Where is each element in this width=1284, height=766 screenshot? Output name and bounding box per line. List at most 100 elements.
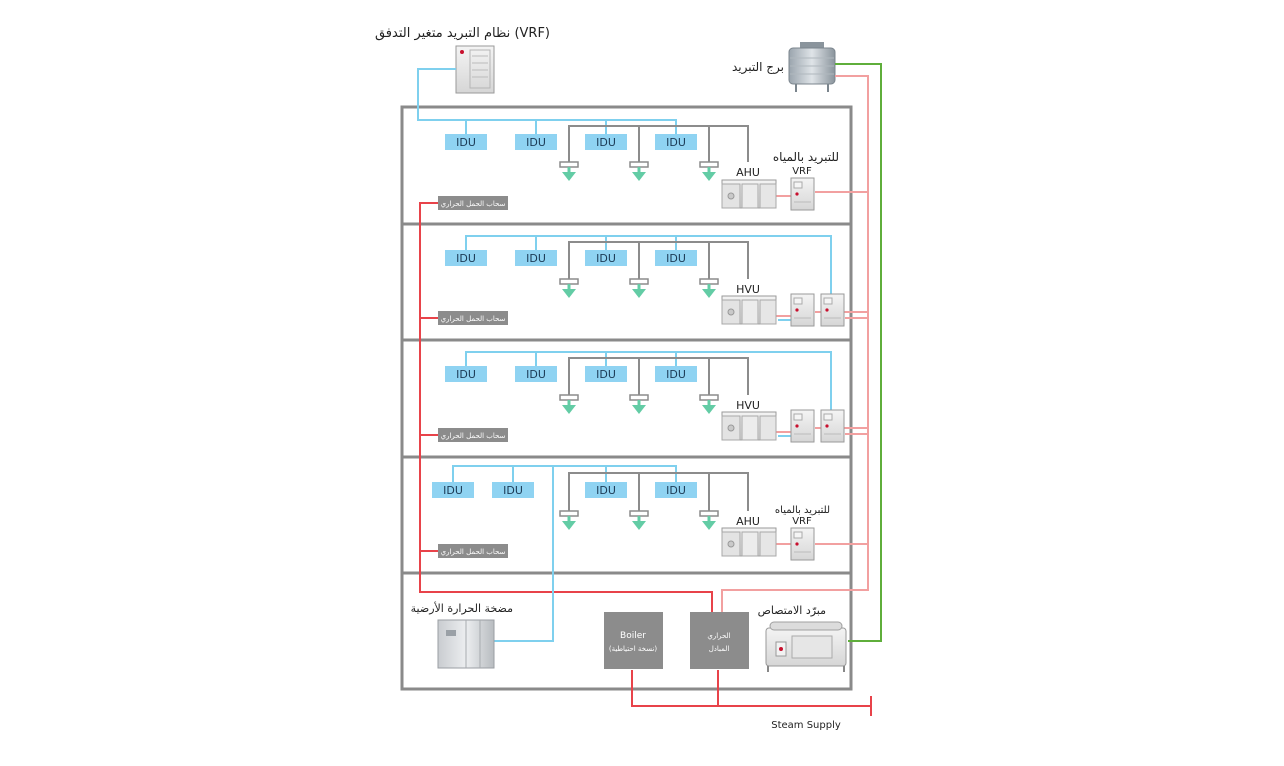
ahu-label: AHU	[736, 166, 760, 179]
idu-unit	[655, 482, 697, 498]
air-diffusers	[559, 161, 719, 530]
idu-unit	[655, 366, 697, 382]
hot-water-pipes	[419, 202, 872, 716]
diffuser-arrow-icon	[629, 394, 649, 414]
boiler-box	[604, 612, 663, 669]
steam-supply-label: Steam Supply	[771, 720, 841, 731]
idu-unit	[585, 134, 627, 150]
idu-label: IDU	[596, 368, 616, 381]
condenser-water-pipes	[721, 75, 869, 612]
ahu-label: AHU	[736, 515, 760, 528]
heat-sink-labels: سحاب الحمل الحراري سحاب الحمل الحراري سح…	[438, 196, 508, 558]
heat-sink-label: سحاب الحمل الحراري	[441, 315, 506, 323]
idu-unit	[445, 366, 487, 382]
diffuser-arrow-icon	[559, 394, 579, 414]
idu-label: IDU	[526, 252, 546, 265]
diffuser-arrow-icon	[629, 510, 649, 530]
idu-unit	[445, 134, 487, 150]
idu-unit	[585, 366, 627, 382]
grey-duct-pipes	[568, 125, 749, 511]
diffuser-arrow-icon	[559, 161, 579, 181]
vrf-label: VRF	[792, 166, 812, 177]
idu-label: IDU	[456, 368, 476, 381]
heat-sink-label: سحاب الحمل الحراري	[441, 548, 506, 556]
cooling-tower-label: برج التبريد	[732, 60, 784, 75]
air-handler-unit-icon	[721, 295, 777, 325]
building-frame	[400, 105, 853, 691]
idu-label: IDU	[666, 368, 686, 381]
floor-2-idus: IDU IDU IDU IDU	[445, 250, 697, 266]
heat-sink-box	[438, 311, 508, 325]
air-handler-unit-icon	[721, 411, 777, 441]
water-cooled-vrf-unit-icon	[790, 293, 815, 327]
idu-label: IDU	[443, 484, 463, 497]
floor-4-idus: IDU IDU IDU IDU	[432, 482, 697, 498]
idu-unit	[515, 250, 557, 266]
water-cooled-vrf-units	[790, 177, 845, 561]
idu-label: IDU	[503, 484, 523, 497]
diffuser-arrow-icon	[559, 278, 579, 298]
water-cooled-label: للتبريد بالمياه	[775, 505, 830, 516]
water-cooled-vrf-unit-icon	[790, 409, 815, 443]
diffuser-arrow-icon	[629, 161, 649, 181]
green-pipe	[835, 63, 882, 642]
idu-unit	[585, 250, 627, 266]
geothermal-heat-pump-icon	[437, 619, 495, 669]
diffuser-arrow-icon	[699, 278, 719, 298]
diffuser-arrow-icon	[699, 394, 719, 414]
boiler-sub-label: (نسخة احتياطية)	[609, 645, 658, 653]
heat-exchanger-box	[690, 612, 749, 669]
heat-sink-label: سحاب الحمل الحراري	[441, 432, 506, 440]
geothermal-label: مضخة الحرارة الأرضية	[411, 601, 513, 615]
hvu-label: HVU	[736, 283, 760, 296]
vrf-label: VRF	[792, 516, 812, 527]
idu-unit	[515, 134, 557, 150]
heat-sink-box	[438, 544, 508, 558]
idu-unit	[515, 366, 557, 382]
heat-sink-label: سحاب الحمل الحراري	[441, 200, 506, 208]
idu-unit	[445, 250, 487, 266]
water-cooled-vrf-unit-icon	[820, 293, 845, 327]
heat-exchanger-label: الحراري	[707, 632, 730, 640]
diffuser-arrow-icon	[559, 510, 579, 530]
idu-label: IDU	[666, 136, 686, 149]
diffuser-arrow-icon	[699, 161, 719, 181]
idu-label: IDU	[456, 136, 476, 149]
water-cooled-vrf-unit-icon	[790, 527, 815, 561]
absorption-chiller-icon	[765, 621, 847, 672]
idu-label: IDU	[666, 484, 686, 497]
idu-label: IDU	[596, 484, 616, 497]
floor-3-idus: IDU IDU IDU IDU	[445, 366, 697, 382]
air-handler-unit-icon	[721, 179, 777, 209]
heat-sink-box	[438, 428, 508, 442]
idu-label: IDU	[456, 252, 476, 265]
idu-unit	[585, 482, 627, 498]
diffuser-arrow-icon	[699, 510, 719, 530]
idu-label: IDU	[596, 252, 616, 265]
idu-label: IDU	[526, 368, 546, 381]
floor-1-idus: IDU IDU IDU IDU	[445, 134, 697, 150]
idu-unit	[492, 482, 534, 498]
vrf-outdoor-unit-icon	[455, 45, 495, 94]
air-handling-units	[721, 179, 777, 557]
water-cooled-vrf-unit-icon	[790, 177, 815, 211]
absorption-chiller-label: مبرّد الامتصاص	[758, 604, 827, 617]
air-handler-unit-icon	[721, 527, 777, 557]
diffuser-arrow-icon	[629, 278, 649, 298]
idu-unit	[432, 482, 474, 498]
vrf-system-title: نظام التبريد متغير التدفق (VRF)	[375, 26, 550, 41]
hvu-label: HVU	[736, 399, 760, 412]
water-cooled-label: للتبريد بالمياه	[773, 150, 839, 165]
cooling-tower-icon	[788, 42, 836, 92]
boiler-label: Boiler	[620, 631, 646, 641]
heat-sink-box	[438, 196, 508, 210]
idu-label: IDU	[526, 136, 546, 149]
idu-label: IDU	[596, 136, 616, 149]
water-cooled-vrf-unit-icon	[820, 409, 845, 443]
idu-unit	[655, 134, 697, 150]
idu-label: IDU	[666, 252, 686, 265]
idu-unit	[655, 250, 697, 266]
blue-water-pipes	[417, 68, 832, 642]
heat-exchanger-label: المبادل	[709, 645, 730, 653]
